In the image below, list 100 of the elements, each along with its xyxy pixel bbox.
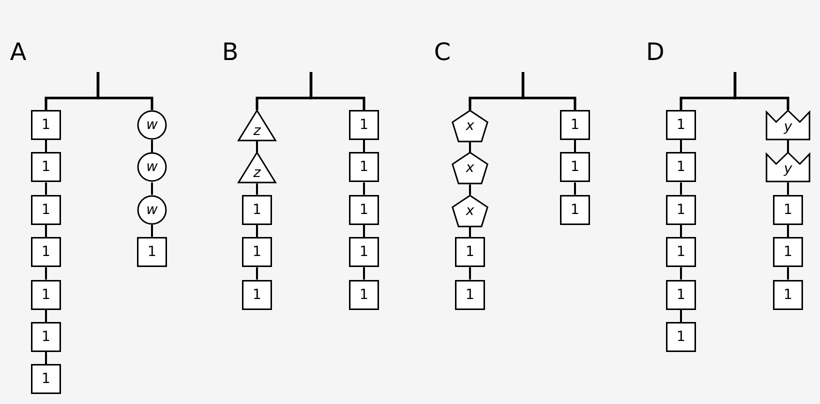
number-box — [137, 237, 167, 268]
circle-node — [137, 110, 167, 140]
number-label: 1 — [360, 202, 368, 217]
number-label: 1 — [42, 372, 50, 386]
chain-link — [469, 226, 471, 238]
number-box — [666, 110, 696, 140]
chain-link — [469, 142, 471, 152]
number-box — [349, 194, 379, 225]
chain-link — [45, 267, 47, 280]
crown-node — [766, 110, 810, 140]
number-box — [349, 152, 379, 182]
variable-label: x — [466, 204, 474, 218]
variable-label: x — [466, 119, 474, 133]
branch-line — [310, 72, 366, 110]
number-label: 1 — [42, 202, 50, 217]
chain-link — [469, 184, 471, 195]
number-label: 1 — [252, 245, 262, 260]
number-box — [560, 152, 590, 182]
chain-link — [787, 182, 789, 195]
number-label: 1 — [676, 202, 686, 217]
number-label: 1 — [42, 160, 50, 174]
chain-link — [363, 140, 365, 152]
chain-link — [680, 182, 682, 195]
number-label: 1 — [676, 288, 686, 302]
chain-link — [363, 224, 365, 238]
chain-link — [680, 310, 682, 322]
number-label: 1 — [466, 245, 474, 260]
number-label: 1 — [148, 245, 156, 260]
circle-node — [137, 194, 167, 225]
number-label: 1 — [784, 202, 792, 217]
chain-link — [45, 310, 47, 322]
chain-link — [256, 183, 258, 195]
number-label: 1 — [252, 288, 262, 302]
number-label: 1 — [784, 288, 792, 302]
chain-link — [680, 267, 682, 280]
chain-link — [363, 267, 365, 280]
number-label: 1 — [360, 288, 368, 302]
number-label: 1 — [676, 118, 686, 132]
number-box — [242, 237, 272, 268]
number-box — [31, 322, 61, 352]
variable-label: w — [146, 118, 158, 132]
number-box — [31, 237, 61, 268]
panel-letter: B — [222, 40, 238, 64]
chain-link — [680, 140, 682, 152]
variable-label: z — [253, 166, 261, 180]
number-box — [773, 280, 803, 310]
number-label: 1 — [570, 118, 580, 132]
number-label: 1 — [466, 288, 474, 302]
variable-label: y — [784, 120, 792, 134]
chain-link — [469, 267, 471, 280]
number-label: 1 — [360, 118, 368, 132]
variable-label: z — [253, 124, 261, 138]
number-label: 1 — [42, 118, 50, 132]
branch-line — [734, 72, 790, 110]
number-label: 1 — [676, 245, 686, 260]
number-box — [349, 280, 379, 310]
pentagon-node — [452, 194, 488, 227]
chain-link — [363, 182, 365, 195]
number-box — [349, 110, 379, 140]
chain-link — [151, 140, 153, 152]
number-box — [31, 280, 61, 310]
chain-link — [256, 224, 258, 238]
number-box — [560, 110, 590, 140]
number-label: 1 — [42, 245, 50, 260]
branch-line — [96, 72, 154, 110]
triangle-node — [238, 110, 276, 141]
number-label: 1 — [360, 245, 368, 260]
chain-link — [787, 267, 789, 280]
number-box — [349, 237, 379, 268]
variable-label: x — [466, 161, 474, 176]
number-box — [560, 194, 590, 225]
chain-link — [256, 267, 258, 280]
number-box — [31, 194, 61, 225]
number-box — [666, 280, 696, 310]
chain-link — [151, 182, 153, 195]
chain-link — [574, 182, 576, 195]
crown-node — [766, 152, 810, 182]
chain-link — [574, 140, 576, 152]
panel-letter: A — [10, 40, 26, 64]
number-label: 1 — [360, 160, 368, 174]
number-box — [455, 237, 485, 268]
number-label: 1 — [570, 160, 580, 174]
number-box — [773, 237, 803, 268]
number-box — [242, 194, 272, 225]
number-box — [666, 194, 696, 225]
number-box — [31, 152, 61, 182]
pentagon-node — [452, 152, 488, 184]
number-box — [773, 194, 803, 225]
number-label: 1 — [676, 160, 686, 174]
number-label: 1 — [42, 330, 50, 344]
number-box — [666, 152, 696, 182]
number-box — [666, 237, 696, 268]
number-label: 1 — [570, 202, 580, 217]
circle-node — [137, 152, 167, 182]
number-box — [31, 110, 61, 140]
number-label: 1 — [42, 288, 50, 302]
chain-link — [45, 224, 47, 238]
chain-link — [787, 224, 789, 238]
chain-link — [680, 224, 682, 238]
variable-label: w — [146, 202, 158, 217]
